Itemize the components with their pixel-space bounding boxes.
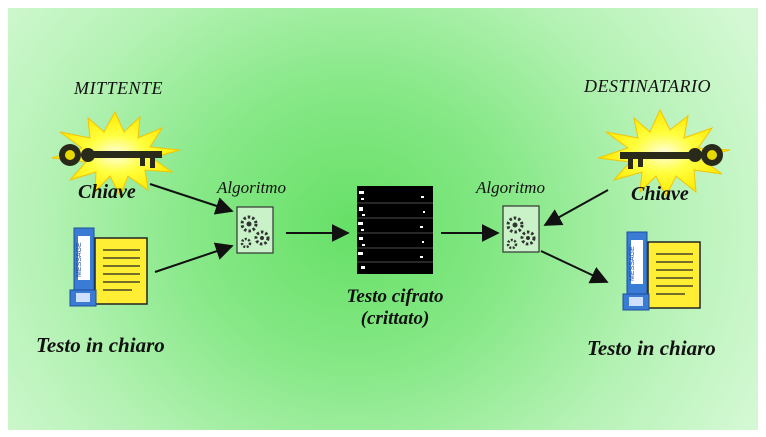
arrow-receiver-algorithm-to-plaintext-icon (540, 250, 609, 284)
sender-gears-icon (236, 206, 274, 254)
receiver-plaintext-label: Testo in chiaro (587, 336, 716, 360)
sender-role-label: MITTENTE (74, 78, 164, 98)
sender-plaintext-label: Testo in chiaro (36, 333, 165, 357)
arrow-key-to-sender-algorithm-icon (149, 183, 234, 215)
receiver-key-icon (620, 144, 723, 169)
receiver-role-label: DESTINATARIO (584, 76, 711, 96)
sender-document-icon (69, 227, 148, 307)
receiver-gears-icon (502, 205, 540, 253)
arrow-receiver-key-to-receiver-algorithm-icon (543, 189, 609, 226)
sender-key-icon (59, 144, 162, 168)
ciphertext-label-line1: Testo cifrato (346, 286, 444, 307)
ciphertext-icon (357, 186, 433, 274)
sender-document-tag: MESSAGE (76, 242, 83, 278)
receiver-algorithm-label: Algoritmo (476, 178, 545, 197)
arrow-plaintext-to-sender-algorithm-icon (154, 242, 234, 273)
receiver-document-icon (622, 231, 701, 311)
flow-arrows (149, 183, 609, 284)
sender-algorithm-label: Algoritmo (217, 178, 286, 197)
receiver-document-tag: MESSAGE (629, 246, 636, 282)
ciphertext-label-line2: (crittato) (360, 308, 430, 329)
receiver-key-label: Chiave (631, 183, 689, 205)
ciphertext-label: Testo cifrato (crittato) (330, 286, 460, 330)
sender-key-label: Chiave (78, 181, 136, 203)
